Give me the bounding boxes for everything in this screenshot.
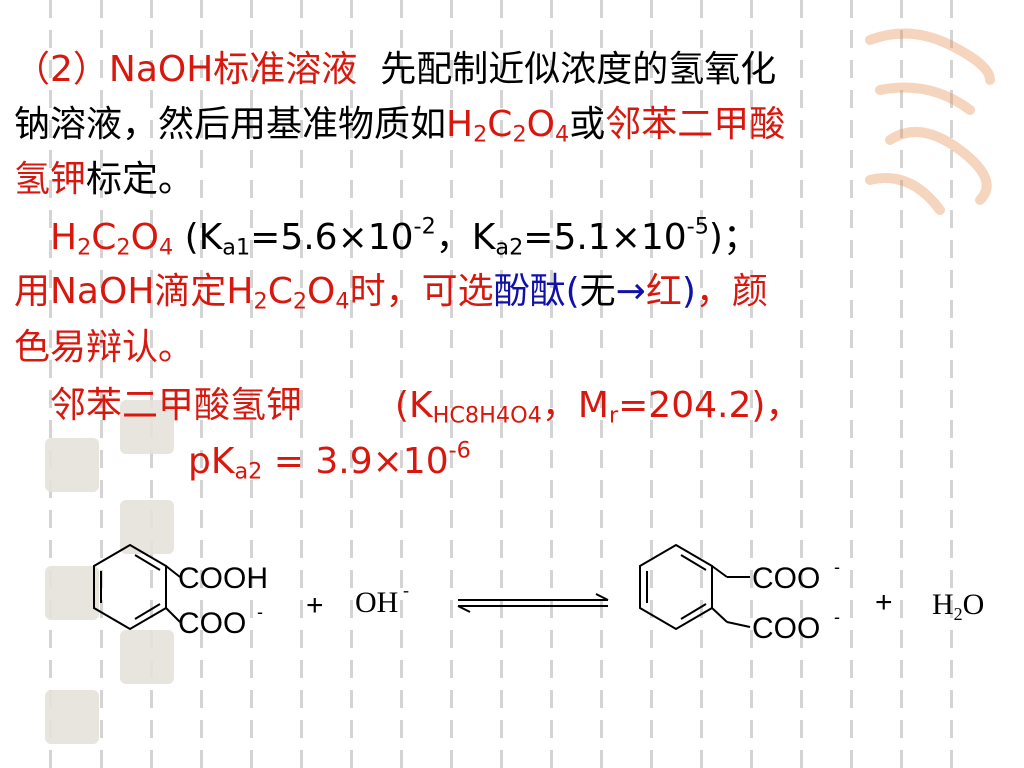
point-heading: （2）NaOH标准溶液 (14, 49, 358, 90)
intro-text: 钠溶液，然后用基准物质如 (14, 104, 447, 145)
oxalic-formula: H2C2O4 (446, 104, 570, 148)
oxalic-formula: H2C2O4 (50, 217, 174, 261)
pk-value: = 3.9×10 (262, 441, 449, 482)
calligraphy-watermark (865, 28, 995, 215)
seal-stamp (45, 566, 99, 620)
carboxylate-group: COO (752, 612, 820, 645)
intro-end: 标定。 (86, 159, 195, 200)
svg-text:-: - (834, 607, 840, 627)
khp-name: 邻苯二甲酸 (605, 104, 786, 145)
plus-sign: + (306, 589, 324, 622)
color-to: 红 (645, 271, 682, 312)
plus-sign: + (875, 586, 893, 619)
khp-name: 邻苯二甲酸氢钾 (50, 385, 303, 426)
hydroxide: OH (355, 586, 398, 619)
benzene-ring-right (639, 543, 728, 631)
carboxylate-group: COO (752, 562, 820, 595)
text-line-1: （2）NaOH标准溶液 先配制近似浓度的氢氧化 (14, 48, 776, 92)
benzene-ring-left (93, 543, 181, 631)
color-from: 无 (579, 271, 616, 312)
text-line-titration: 用NaOH滴定H2C2O4时，可选酚酞(无→红)，颜 (14, 271, 768, 315)
carboxyl-group: COOH (178, 562, 268, 595)
intro-text: 先配制近似浓度的氢氧化 (380, 49, 777, 90)
svg-text:-: - (257, 602, 263, 622)
seal-stamp (120, 630, 174, 684)
arrow: → (615, 271, 646, 312)
svg-text:-: - (403, 580, 409, 600)
seal-stamp (120, 400, 174, 454)
text-line-ka: H2C2O4 (Ka1=5.6×10-2，Ka2=5.1×10-5)； (50, 213, 759, 261)
svg-text:-: - (834, 557, 840, 577)
molar-mass: =204.2)， (618, 385, 802, 426)
indicator-name: 酚酞 (493, 271, 566, 312)
oxalic-formula: H2C2O4 (226, 271, 350, 315)
text-line-pk: pKa2 = 3.9×10-6 (188, 437, 471, 485)
text-line-6: 色易辩认。 (14, 327, 195, 368)
equilibrium-arrows (457, 593, 609, 613)
ka2-value: =5.1×10 (523, 217, 687, 258)
seal-stamp (45, 438, 99, 492)
text-line-khp: 邻苯二甲酸氢钾 (KHC8H4O4，Mr=204.2)， (50, 385, 802, 429)
water: H2O (932, 588, 984, 624)
text-line-3: 氢钾标定。 (14, 158, 194, 202)
ka1-value: =5.6×10 (250, 217, 414, 258)
carboxylate-group: COO (178, 607, 246, 640)
seal-stamp (45, 690, 99, 744)
text-line-2: 钠溶液，然后用基准物质如H2C2O4或邻苯二甲酸 (14, 103, 785, 147)
khp-name: 氢钾 (14, 159, 87, 200)
or-text: 或 (569, 104, 606, 145)
